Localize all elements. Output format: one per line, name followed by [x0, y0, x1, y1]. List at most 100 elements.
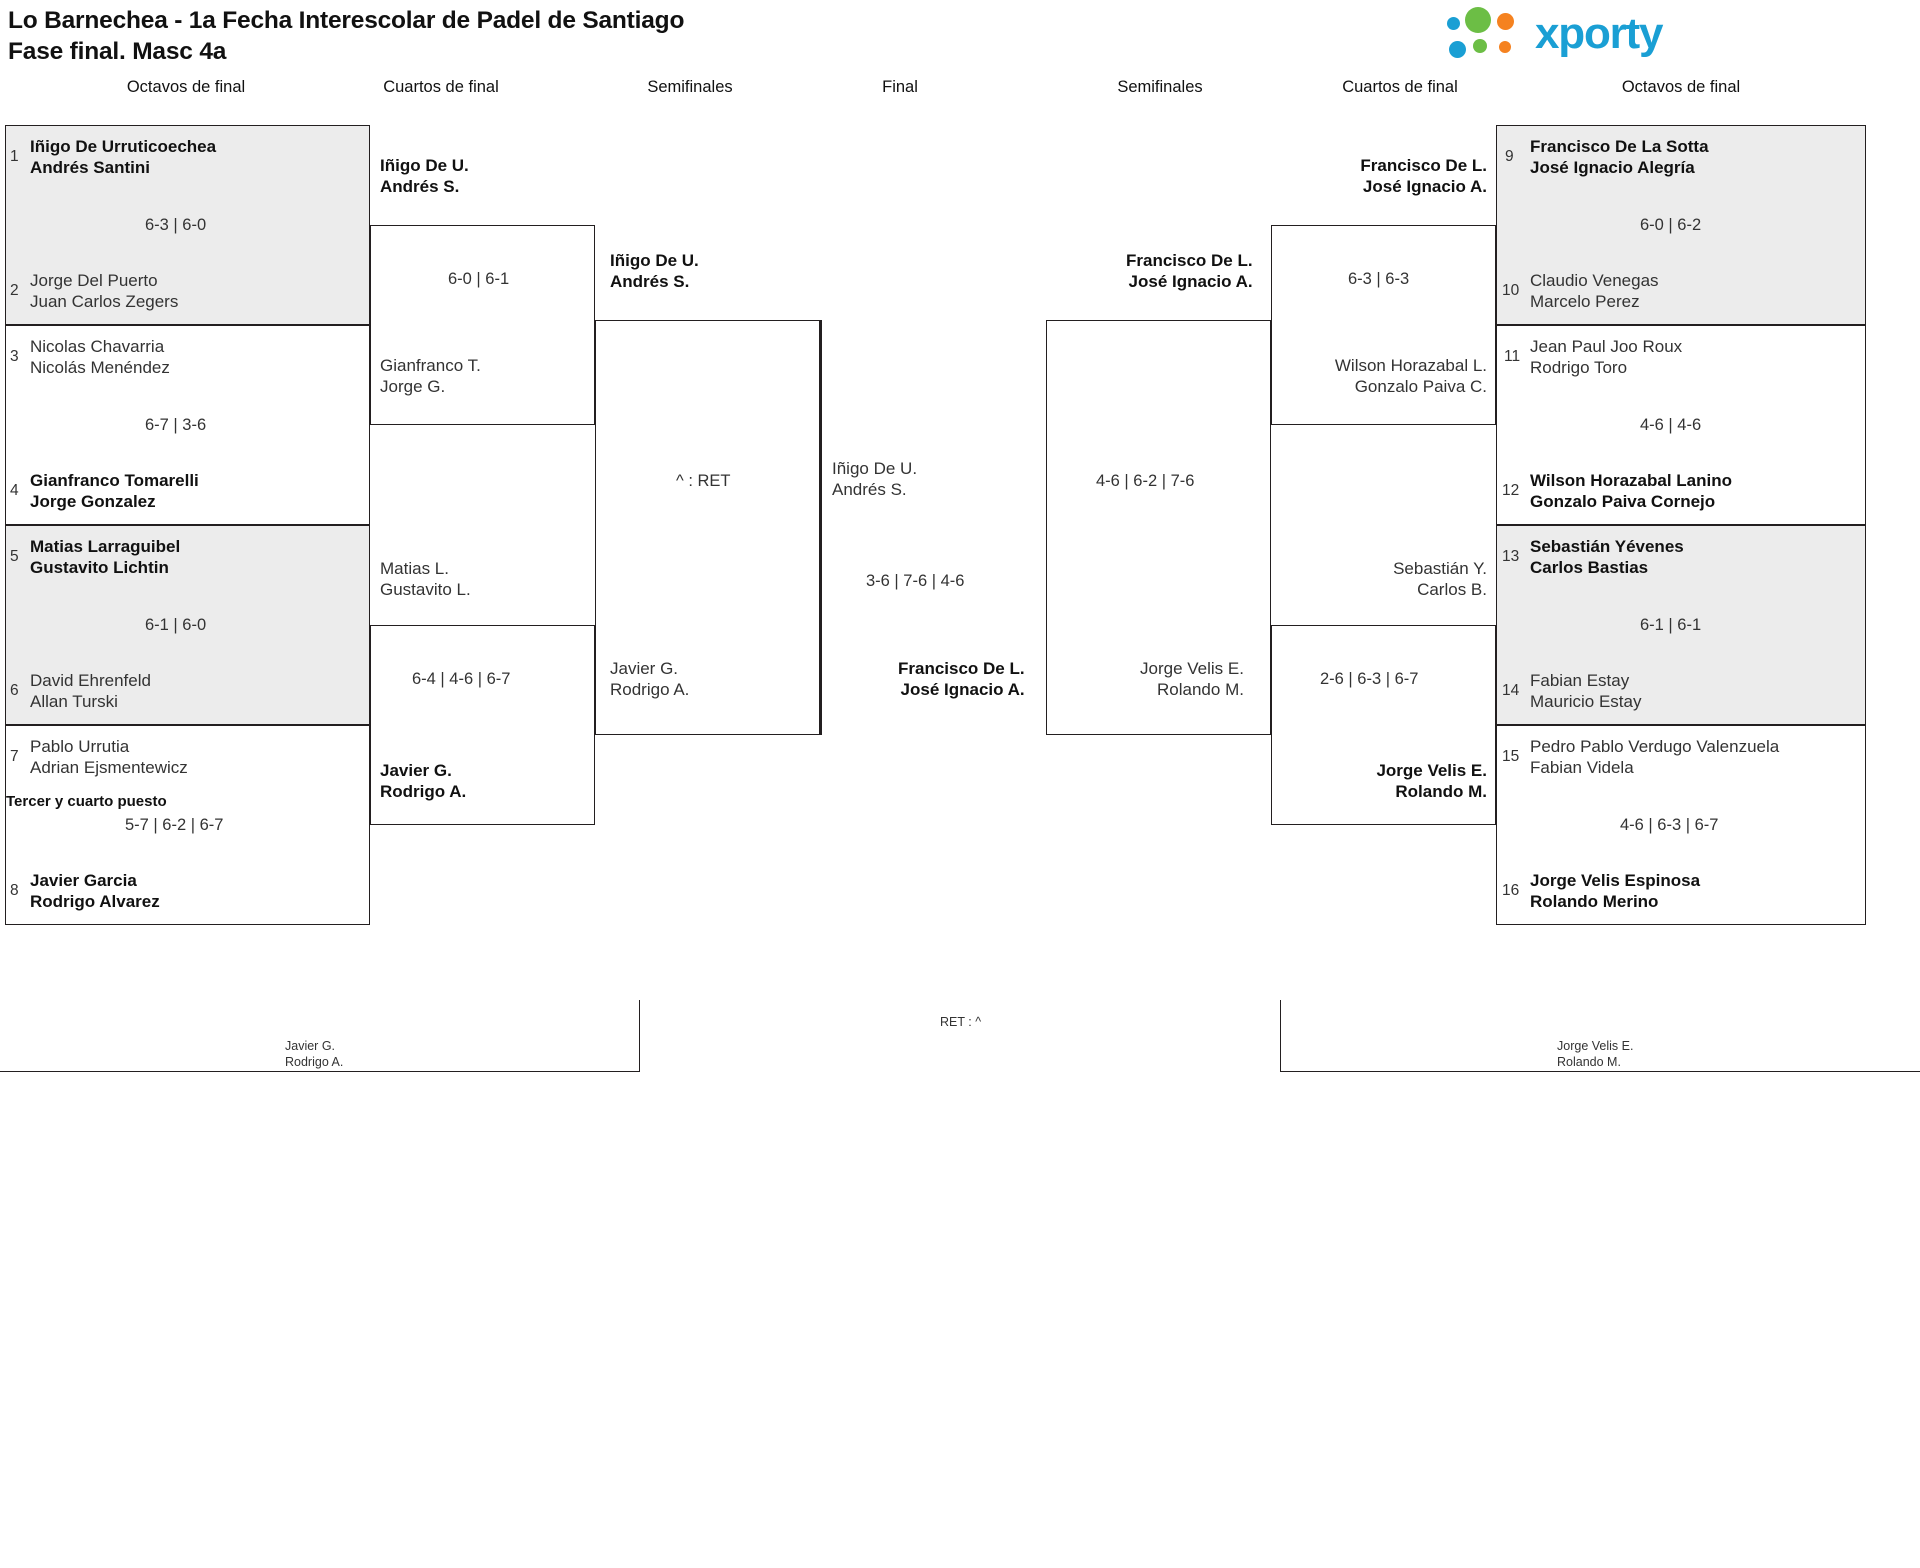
third-place-team-right-p2: Rolando M.	[1557, 1055, 1621, 1069]
match-box-lqf1[interactable]	[370, 225, 595, 425]
team-r15-p2: Fabian Videla	[1530, 758, 1634, 778]
team-l1: Iñigo De Urruticoechea Andrés Santini	[30, 136, 216, 179]
round-header-final: Final	[882, 78, 918, 96]
match-box-l1[interactable]	[5, 125, 370, 325]
final-divider	[820, 320, 822, 735]
match-box-l4[interactable]	[5, 725, 370, 925]
seed-4: 4	[10, 482, 19, 499]
team-r13-p1: Sebastián Yévenes	[1530, 537, 1684, 556]
team-lsf2-p2: Rodrigo A.	[610, 680, 690, 700]
team-r16-p1: Jorge Velis Espinosa	[1530, 871, 1701, 890]
team-rqf4-p2: Rolando M.	[1395, 782, 1487, 802]
team-l3-p1: Nicolas Chavarria	[30, 337, 165, 356]
logo-dot-green-small	[1473, 39, 1487, 53]
team-l7: Pablo Urrutia Adrian Ejsmentewicz	[30, 736, 188, 779]
team-l5-p2: Gustavito Lichtin	[30, 558, 169, 578]
seed-3: 3	[10, 348, 19, 365]
logo-dot-orange-small	[1499, 41, 1511, 53]
page-title: Lo Barnechea - 1a Fecha Interescolar de …	[8, 5, 1108, 68]
third-place-box-right[interactable]	[1280, 1000, 1920, 1072]
logo-dot-green-large	[1465, 7, 1491, 33]
score-r-sf: 4-6 | 6-2 | 7-6	[1096, 472, 1195, 490]
match-box-lqf2[interactable]	[370, 625, 595, 825]
team-r14: Fabian Estay Mauricio Estay	[1530, 670, 1641, 713]
score-r-qf-2: 2-6 | 6-3 | 6-7	[1320, 670, 1419, 688]
third-place-score: RET : ^	[940, 1015, 982, 1029]
match-box-r3[interactable]	[1496, 525, 1866, 725]
team-final-top: Iñigo De U. Andrés S.	[832, 458, 917, 501]
team-rsf1-p1: Francisco De L.	[1126, 251, 1253, 270]
team-rsf2-p1: Jorge Velis E.	[1140, 659, 1244, 678]
team-l8: Javier Garcia Rodrigo Alvarez	[30, 870, 160, 913]
team-lsf2: Javier G. Rodrigo A.	[610, 658, 689, 701]
team-r10: Claudio Venegas Marcelo Perez	[1530, 270, 1659, 313]
match-box-r4[interactable]	[1496, 725, 1866, 925]
team-lsf1-p2: Andrés S.	[610, 272, 690, 292]
match-box-l2[interactable]	[5, 325, 370, 525]
team-l4-p2: Jorge Gonzalez	[30, 492, 156, 512]
match-box-l3[interactable]	[5, 525, 370, 725]
team-r11-p1: Jean Paul Joo Roux	[1530, 337, 1683, 356]
team-rqf2: Wilson Horazabal L. Gonzalo Paiva C.	[1272, 355, 1487, 398]
seed-9: 9	[1505, 148, 1514, 165]
team-lqf1: Iñigo De U. Andrés S.	[380, 155, 469, 198]
third-place-box-left[interactable]	[0, 1000, 640, 1072]
match-box-rsf[interactable]	[1046, 320, 1271, 735]
team-l6-p2: Allan Turski	[30, 692, 118, 712]
team-rsf1: Francisco De L. José Ignacio A.	[1126, 250, 1253, 293]
match-box-r1[interactable]	[1496, 125, 1866, 325]
team-r9-p1: Francisco De La Sotta	[1530, 137, 1709, 156]
team-rqf4: Jorge Velis E. Rolando M.	[1272, 760, 1487, 803]
team-final-bottom-p1: Francisco De L.	[898, 659, 1025, 678]
team-rqf2-p1: Wilson Horazabal L.	[1334, 356, 1487, 375]
seed-16: 16	[1502, 882, 1520, 899]
team-r16: Jorge Velis Espinosa Rolando Merino	[1530, 870, 1700, 913]
match-box-rqf2[interactable]	[1271, 625, 1496, 825]
team-r14-p1: Fabian Estay	[1530, 671, 1630, 690]
seed-15: 15	[1502, 748, 1520, 765]
team-l6: David Ehrenfeld Allan Turski	[30, 670, 151, 713]
team-l3-p2: Nicolás Menéndez	[30, 358, 170, 378]
score-l-r16-2: 6-7 | 3-6	[145, 416, 207, 434]
team-rqf1: Francisco De L. José Ignacio A.	[1272, 155, 1487, 198]
team-r10-p1: Claudio Venegas	[1530, 271, 1659, 290]
seed-10: 10	[1502, 282, 1520, 299]
seed-12: 12	[1502, 482, 1520, 499]
team-rqf1-p2: José Ignacio A.	[1362, 177, 1487, 197]
team-l8-p1: Javier Garcia	[30, 871, 137, 890]
team-l4: Gianfranco Tomarelli Jorge Gonzalez	[30, 470, 199, 513]
team-r12-p2: Gonzalo Paiva Cornejo	[1530, 492, 1716, 512]
team-lsf1: Iñigo De U. Andrés S.	[610, 250, 699, 293]
team-lqf1-p1: Iñigo De U.	[380, 156, 469, 175]
score-r-qf-1: 6-3 | 6-3	[1348, 270, 1410, 288]
team-rsf2-p2: Rolando M.	[1157, 680, 1244, 700]
score-l-qf-2: 6-4 | 4-6 | 6-7	[412, 670, 511, 688]
match-box-rqf1[interactable]	[1271, 225, 1496, 425]
team-final-bottom-p2: José Ignacio A.	[900, 680, 1025, 700]
seed-8: 8	[10, 882, 19, 899]
seed-7: 7	[10, 748, 19, 765]
seed-5: 5	[10, 548, 19, 565]
round-header-right-sf: Semifinales	[1117, 78, 1203, 96]
match-box-r2[interactable]	[1496, 325, 1866, 525]
round-header-right-qf: Cuartos de final	[1342, 78, 1458, 96]
xporty-logo[interactable]: xporty	[1443, 5, 1913, 67]
seed-14: 14	[1502, 682, 1520, 699]
team-lqf4-p1: Javier G.	[380, 761, 452, 780]
score-r-r16-2: 4-6 | 4-6	[1640, 416, 1702, 434]
score-r-r16-4: 4-6 | 6-3 | 6-7	[1620, 816, 1719, 834]
logo-dot-blue-small	[1447, 17, 1460, 30]
team-rqf3: Sebastián Y. Carlos B.	[1272, 558, 1487, 601]
team-lqf3-p2: Gustavito L.	[380, 580, 471, 600]
team-r9: Francisco De La Sotta José Ignacio Alegr…	[1530, 136, 1709, 179]
team-lqf3: Matias L. Gustavito L.	[380, 558, 471, 601]
team-r10-p2: Marcelo Perez	[1530, 292, 1640, 312]
team-r14-p2: Mauricio Estay	[1530, 692, 1642, 712]
team-r11-p2: Rodrigo Toro	[1530, 358, 1628, 378]
team-lqf4-p2: Rodrigo A.	[380, 782, 467, 802]
team-rqf1-p1: Francisco De L.	[1360, 156, 1487, 175]
seed-6: 6	[10, 682, 19, 699]
team-r12-p1: Wilson Horazabal Lanino	[1530, 471, 1732, 490]
match-box-lsf[interactable]	[595, 320, 820, 735]
seed-13: 13	[1502, 548, 1520, 565]
